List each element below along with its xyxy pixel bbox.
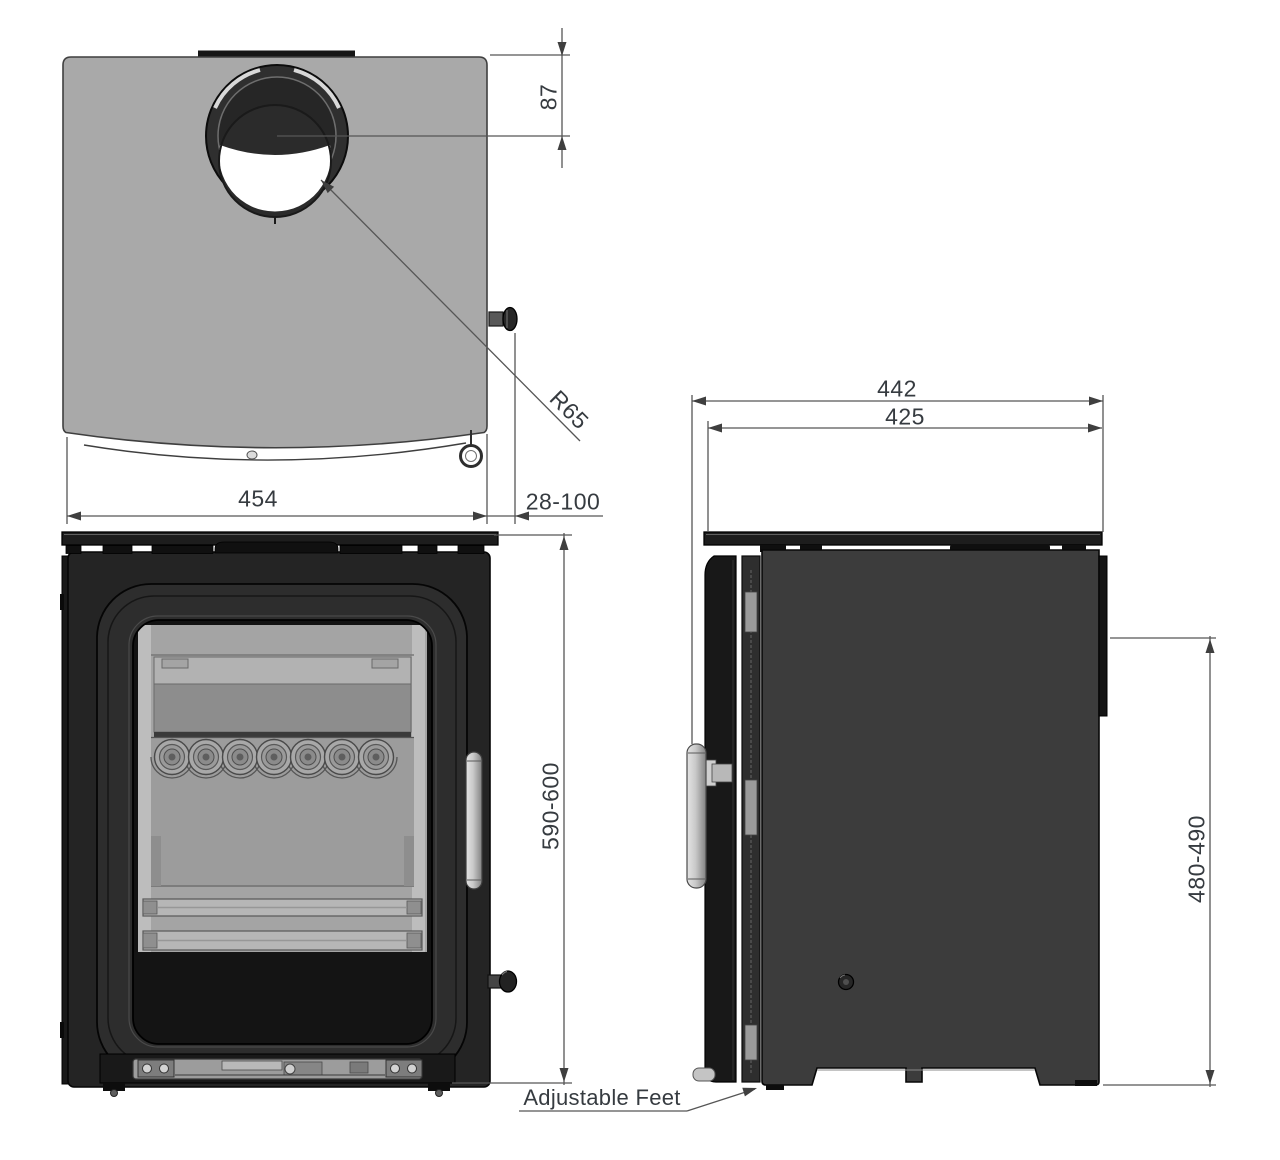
- ring-pull: [459, 430, 483, 468]
- dimension-depths: [691, 395, 1104, 744]
- door-handle-side: [686, 743, 733, 889]
- dim-label-depth-body: 425: [885, 403, 925, 430]
- dimension-flue-radius: [320, 179, 581, 442]
- air-control-knob-top: [488, 306, 518, 332]
- top-plate-side-edge: [703, 531, 1103, 546]
- dimension-front-width: [66, 333, 603, 524]
- side-front-frame: [704, 555, 737, 1083]
- annotation-feet-leader: [519, 1087, 757, 1112]
- door-edge-strip: [741, 555, 761, 1083]
- log-guard-rails: [142, 898, 423, 951]
- front-center-pin: [246, 450, 258, 460]
- air-inlet-rosettes: [153, 738, 395, 776]
- side-body: [761, 549, 1100, 1086]
- top-view: [62, 50, 518, 468]
- dim-label-front-width: 454: [238, 485, 278, 512]
- rear-flue-bracket: [1098, 555, 1108, 717]
- annotation-adjustable-feet: Adjustable Feet: [523, 1085, 681, 1110]
- dimension-lines: [66, 28, 1216, 1112]
- dim-label-flue-offset: 87: [535, 83, 562, 111]
- top-plate-tabs: [65, 541, 485, 554]
- firebox-interior: [133, 625, 432, 1044]
- air-control-knob-front: [487, 970, 518, 993]
- dimension-height-rear: [1103, 636, 1216, 1087]
- rear-heat-shield-bar: [198, 50, 355, 57]
- adjustable-foot-bolt: [692, 1067, 716, 1082]
- base-mechanism: [99, 1053, 456, 1097]
- front-view: [60, 531, 518, 1097]
- flue-collar: [205, 64, 349, 224]
- dim-label-height-overall: 590-600: [537, 762, 564, 850]
- dim-label-rear-clearance: 28-100: [525, 488, 601, 515]
- dim-label-height-rear: 480-490: [1183, 815, 1210, 903]
- front-lip-edge: [83, 442, 467, 461]
- dimension-flue-offset: [277, 28, 570, 168]
- dimension-height-overall: [452, 533, 572, 1085]
- side-view: [686, 531, 1108, 1090]
- baffle-panel: [153, 656, 412, 685]
- dim-label-depth-overall: 442: [877, 375, 917, 402]
- side-screw: [837, 973, 855, 991]
- door-handle: [465, 751, 483, 890]
- top-plate: [62, 56, 488, 449]
